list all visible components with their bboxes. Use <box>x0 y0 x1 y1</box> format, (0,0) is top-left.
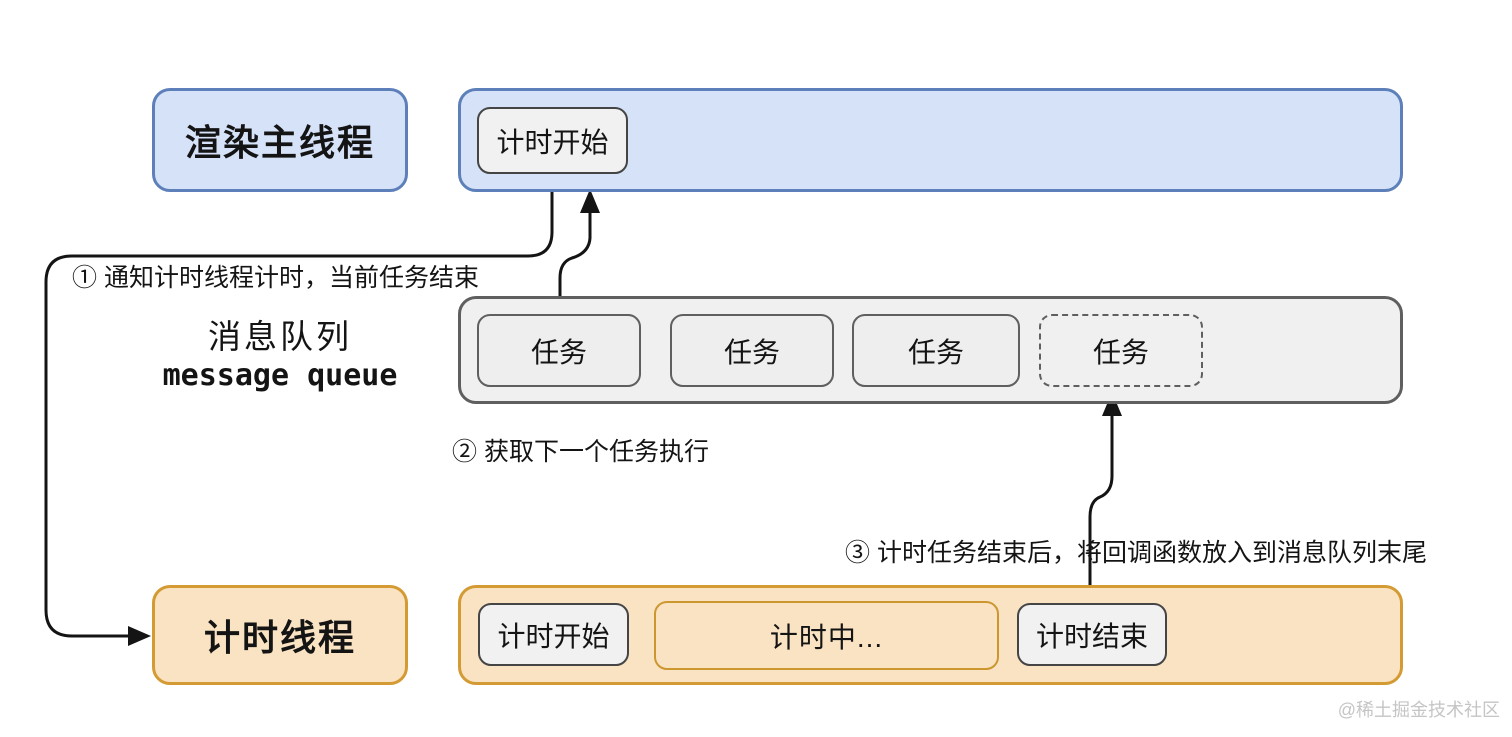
render-timer-start-label: 计时开始 <box>496 126 609 158</box>
task-box-1: 任务 <box>477 314 641 387</box>
timer-start-label: 计时开始 <box>497 620 610 652</box>
timer-thread-label: 计时线程 <box>203 617 356 658</box>
timer-end-label: 计时结束 <box>1035 620 1148 652</box>
timer-end-box: 计时结束 <box>1017 603 1167 666</box>
render-thread-label-box: 渲染主线程 <box>152 88 408 192</box>
task-label: 任务 <box>1092 336 1149 368</box>
arrow-step1 <box>44 174 554 646</box>
arrow-step3 <box>1088 392 1122 601</box>
task-label: 任务 <box>530 336 587 368</box>
annotation-step3: ③ 计时任务结束后，将回调函数放入到消息队列末尾 <box>845 539 1427 567</box>
annotation-step1: ① 通知计时线程计时，当前任务结束 <box>72 264 479 292</box>
timing-in-progress-box: 计时中... <box>654 601 999 670</box>
task-label: 任务 <box>907 336 964 368</box>
message-queue-label: 消息队列 message queue <box>110 320 450 391</box>
watermark: @稀土掘金技术社区 <box>1337 700 1500 720</box>
render-thread-label: 渲染主线程 <box>184 122 375 163</box>
annotation-step2: ② 获取下一个任务执行 <box>452 438 709 466</box>
task-box-4-pending: 任务 <box>1039 314 1203 387</box>
task-label: 任务 <box>723 336 780 368</box>
message-queue-label-zh: 消息队列 <box>208 318 352 355</box>
task-box-3: 任务 <box>852 314 1020 387</box>
timing-in-progress-label: 计时中... <box>769 621 884 653</box>
task-box-2: 任务 <box>670 314 834 387</box>
render-timer-start-box: 计时开始 <box>477 107 628 174</box>
timer-start-box: 计时开始 <box>478 603 629 666</box>
message-queue-label-en: message queue <box>162 358 398 393</box>
arrow-step2 <box>558 189 600 313</box>
timer-thread-label-box: 计时线程 <box>152 585 408 685</box>
